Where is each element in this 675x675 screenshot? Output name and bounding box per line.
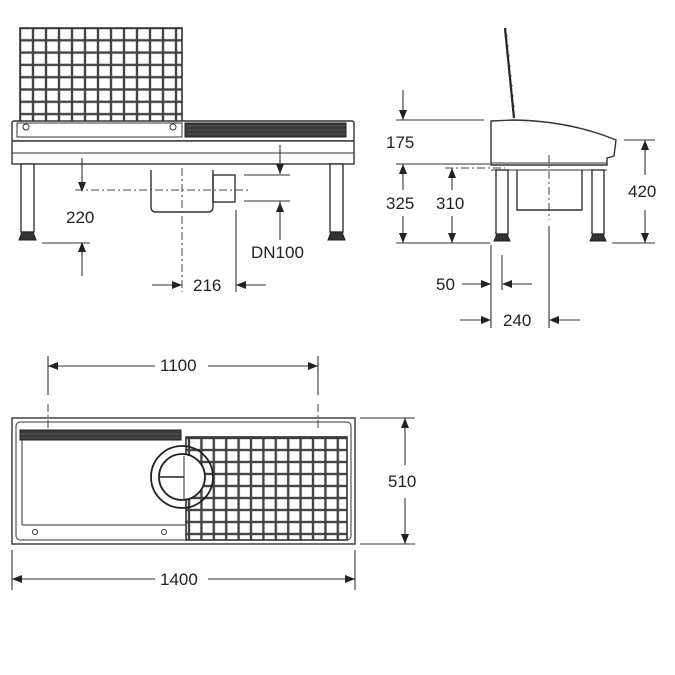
- dim-leg-spacing: 1100: [160, 356, 197, 375]
- side-grid: [503, 27, 516, 119]
- dim-width: 1400: [160, 570, 198, 589]
- front-rail: [184, 122, 347, 138]
- dim-grid-height: 175: [386, 133, 415, 152]
- top-rail: [19, 429, 182, 441]
- side-leg-front: [495, 169, 509, 235]
- dim-drain-height: 220: [66, 208, 95, 227]
- front-grid: [19, 27, 183, 125]
- front-drain-outlet: [212, 174, 236, 203]
- side-leg-back: [591, 169, 605, 235]
- front-leg-left: [20, 163, 35, 233]
- dim-rim-height: 325: [386, 194, 415, 213]
- side-view: [396, 27, 655, 328]
- top-view: [11, 356, 415, 590]
- dim-drain-outlet: DN100: [251, 243, 304, 262]
- top-drain-outlet: [150, 445, 214, 509]
- front-view: [11, 27, 355, 292]
- side-body: [490, 119, 617, 166]
- dim-depth: 510: [388, 472, 417, 491]
- top-grid: [185, 436, 348, 541]
- dim-drain-depth-offset: 240: [503, 311, 532, 330]
- front-leg-right: [329, 163, 344, 233]
- dim-drain-offset: 216: [193, 276, 222, 295]
- dim-outlet-height: 310: [436, 194, 465, 213]
- dim-total-height: 420: [628, 182, 657, 201]
- dim-leg-offset: 50: [436, 275, 455, 294]
